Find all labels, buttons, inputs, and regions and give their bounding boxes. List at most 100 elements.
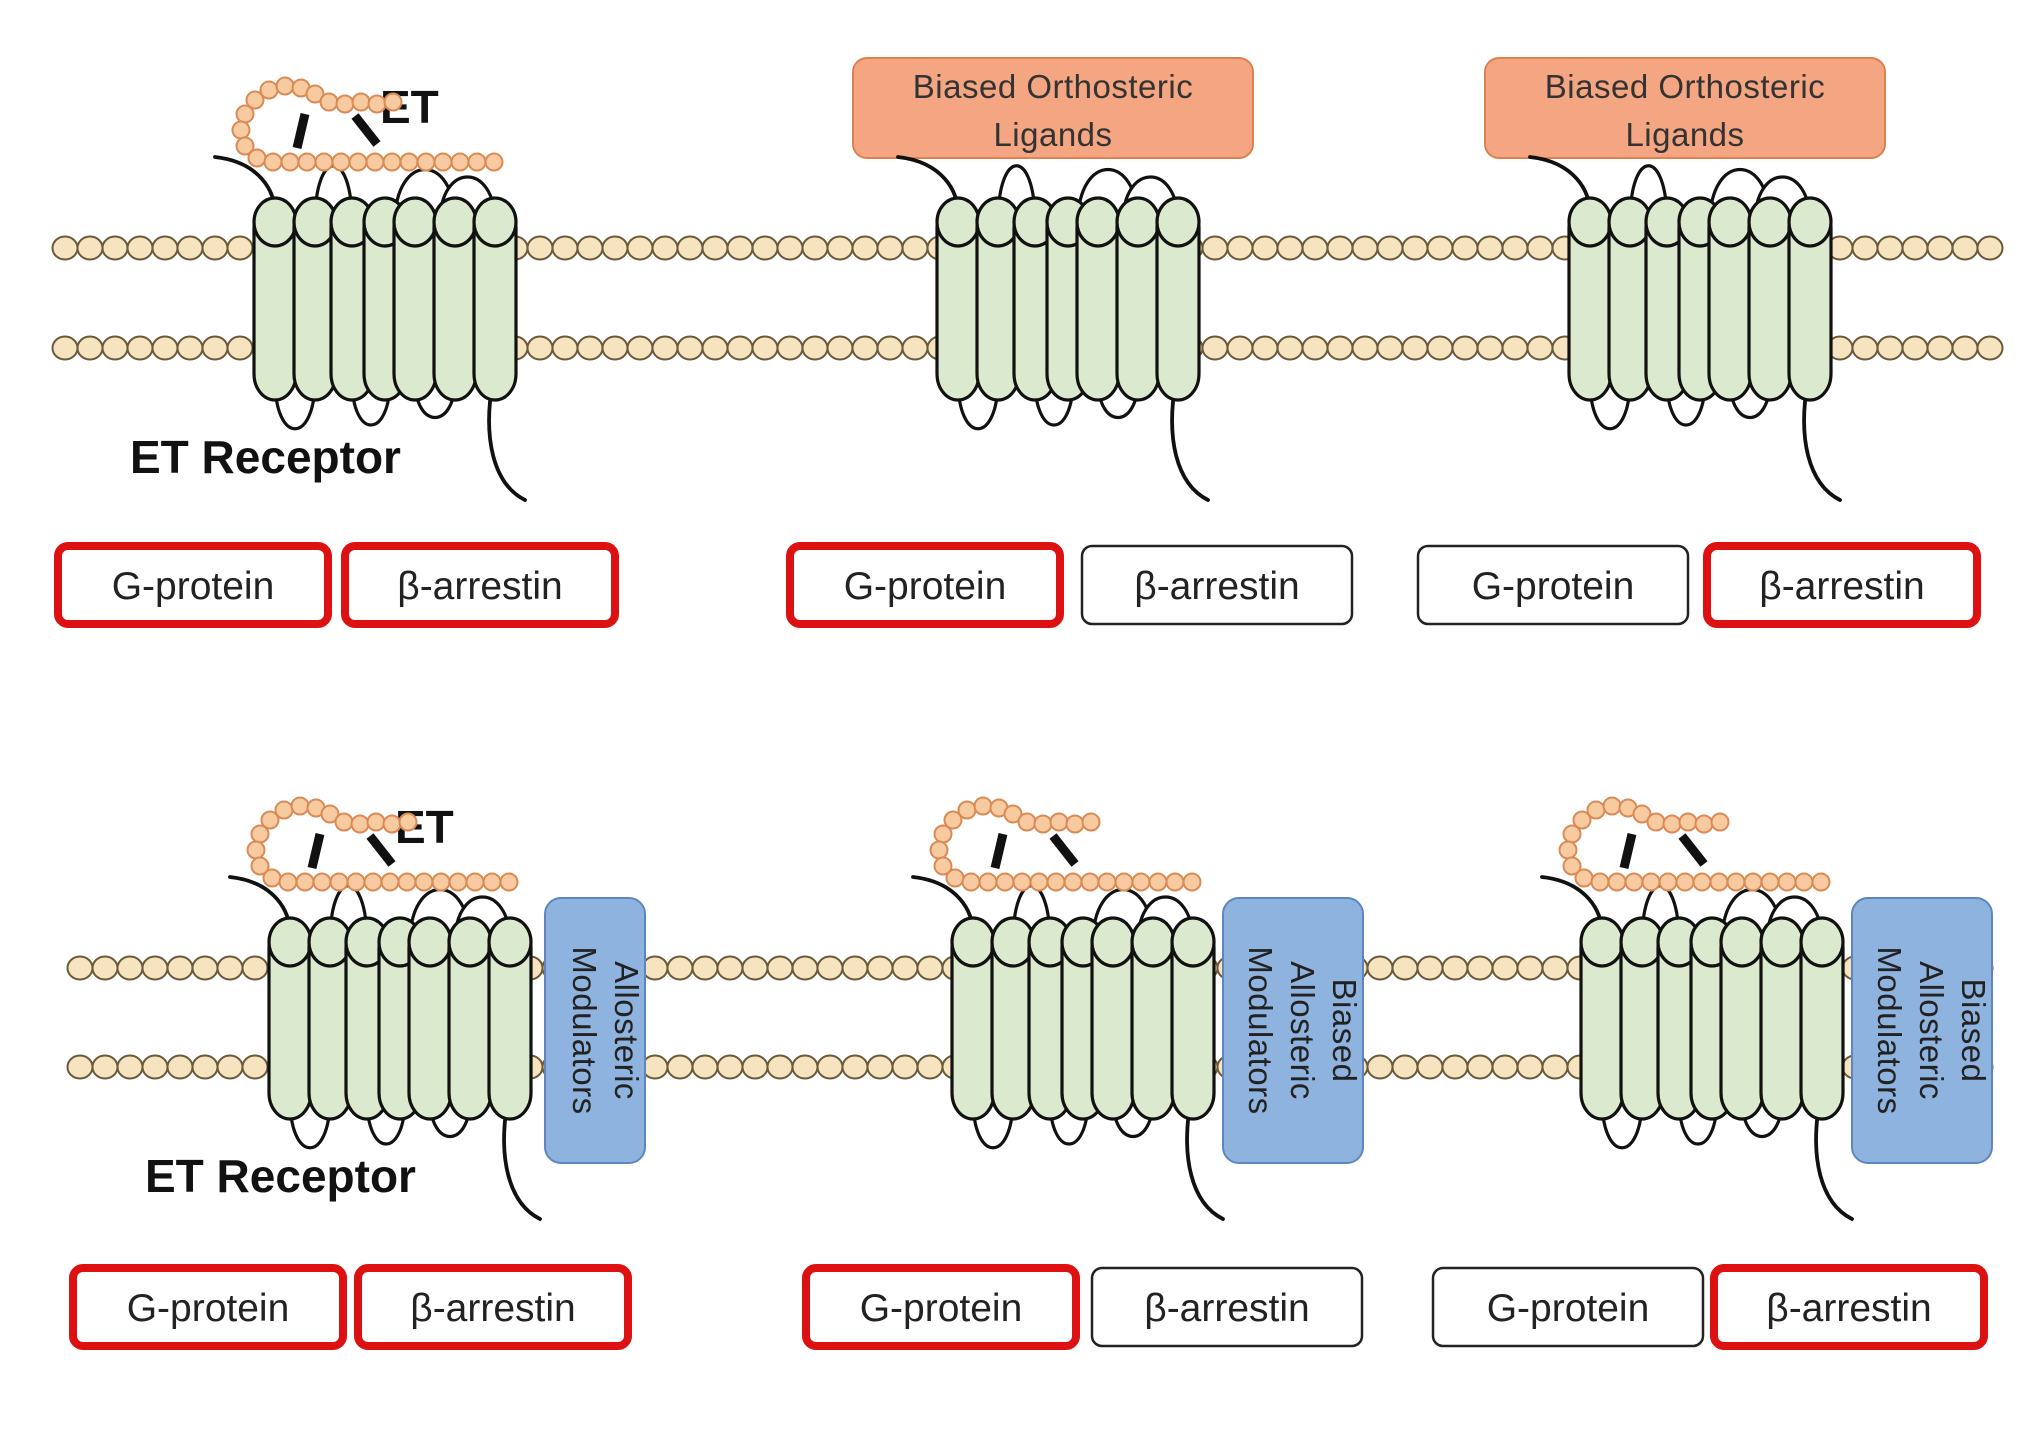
lipid-bead — [666, 955, 694, 981]
transmembrane-helix-top — [392, 196, 438, 248]
receptor-label: ET Receptor — [145, 1150, 416, 1202]
lipid-bead — [1951, 235, 1979, 261]
lipid-bead — [66, 1054, 94, 1080]
pathway-box-outline — [786, 542, 1064, 628]
pathway-box-outline — [1090, 1266, 1364, 1348]
disulfide-bond — [1678, 833, 1708, 867]
lipid-bead — [916, 1054, 944, 1080]
lipid-bead — [1451, 335, 1479, 361]
peptide-residue — [484, 152, 504, 172]
et-peptide — [246, 796, 519, 892]
lipid-bead — [1426, 235, 1454, 261]
peptide-residue — [1182, 872, 1202, 892]
peptide-residue — [235, 136, 255, 156]
peptide-residue — [399, 152, 419, 172]
peptide-residue — [1572, 810, 1592, 830]
lipid-bead — [1201, 335, 1229, 361]
peptide-residue — [467, 152, 487, 172]
peptide-residue — [397, 872, 417, 892]
lipid-bead — [601, 235, 629, 261]
et-receptor — [896, 155, 1210, 502]
peptide-residue — [305, 84, 325, 104]
peptide-residue — [365, 152, 385, 172]
lipid-bead — [851, 235, 879, 261]
peptide-residue — [961, 872, 981, 892]
peptide-residue — [1033, 814, 1053, 834]
transmembrane-helix-top — [407, 916, 453, 968]
transmembrane-helix-top — [935, 196, 981, 248]
lipid-bead — [801, 235, 829, 261]
lipid-bead — [916, 955, 944, 981]
lipid-bead — [1376, 235, 1404, 261]
lipid-bead — [1901, 335, 1929, 361]
lipid-bead — [241, 955, 269, 981]
peptide-residue — [274, 800, 294, 820]
disulfide-bond — [351, 113, 381, 147]
lipid-bead — [641, 1054, 669, 1080]
peptide-residue — [383, 92, 403, 112]
pathway-label: β-arrestin — [1759, 565, 1924, 608]
peptide-residue — [295, 872, 315, 892]
lipid-bead — [76, 235, 104, 261]
lipid-bead — [176, 335, 204, 361]
peptide-residue — [245, 90, 265, 110]
peptide-residue — [1063, 872, 1083, 892]
peptide-residue — [1114, 872, 1134, 892]
lipid-bead — [1491, 955, 1519, 981]
peptide-residue — [335, 94, 355, 114]
et-receptor — [1540, 875, 1854, 1221]
lipid-bead — [841, 955, 869, 981]
transmembrane-helix-top — [1090, 916, 1136, 968]
peptide-residue — [1658, 872, 1678, 892]
peptide-residue — [290, 796, 310, 816]
lipid-bead — [1926, 235, 1954, 261]
transmembrane-helix-top — [1759, 916, 1805, 968]
lipid-bead — [866, 1054, 894, 1080]
pathway-box-outline — [341, 542, 619, 628]
beta-arrestin-pathway: β-arrestin — [1090, 1266, 1364, 1348]
peptide-residue — [995, 872, 1015, 892]
lipid-bead — [1876, 235, 1904, 261]
transmembrane-helix-top — [1747, 196, 1793, 248]
lipid-bead — [741, 955, 769, 981]
et-receptor — [213, 155, 527, 502]
lipid-bead — [666, 1054, 694, 1080]
pathway-label: G-protein — [127, 1287, 290, 1330]
lipid-bead — [1391, 1054, 1419, 1080]
peptide-residue — [1602, 796, 1622, 816]
lipid-bead — [526, 335, 554, 361]
lipid-bead — [1501, 335, 1529, 361]
peptide-residue — [297, 152, 317, 172]
peptide-residue — [1710, 812, 1730, 832]
et-receptor — [1528, 155, 1842, 502]
lipid-bead — [1441, 1054, 1469, 1080]
lipid-bead — [91, 955, 119, 981]
lipid-bead — [751, 335, 779, 361]
modulator-label-line-2: Modulators — [566, 946, 603, 1114]
beta-arrestin-pathway: β-arrestin — [1703, 542, 1981, 628]
ligand-label-line-1: Biased Orthosteric — [1545, 68, 1825, 105]
lipid-bead — [891, 1054, 919, 1080]
peptide-residue — [1012, 872, 1032, 892]
lipid-bead — [601, 335, 629, 361]
modulator-label-line-3: Modulators — [1242, 946, 1279, 1114]
lipid-bead — [176, 235, 204, 261]
peptide-residue — [1632, 804, 1652, 824]
ligand-label-line-2: Ligands — [1625, 116, 1744, 153]
transmembrane-helix-top — [1579, 916, 1625, 968]
lipid-bead — [841, 1054, 869, 1080]
peptide-residue — [1794, 872, 1814, 892]
peptide-residue — [414, 872, 434, 892]
peptide-residue — [1692, 872, 1712, 892]
lipid-bead — [701, 235, 729, 261]
peptide-residue — [1065, 814, 1085, 834]
lipid-bead — [1516, 955, 1544, 981]
peptide-residue — [1777, 872, 1797, 892]
lipid-bead — [1366, 1054, 1394, 1080]
peptide-residue — [1760, 872, 1780, 892]
transmembrane-helix-top — [487, 916, 533, 968]
lipid-bead — [576, 235, 604, 261]
peptide-residue — [320, 804, 340, 824]
